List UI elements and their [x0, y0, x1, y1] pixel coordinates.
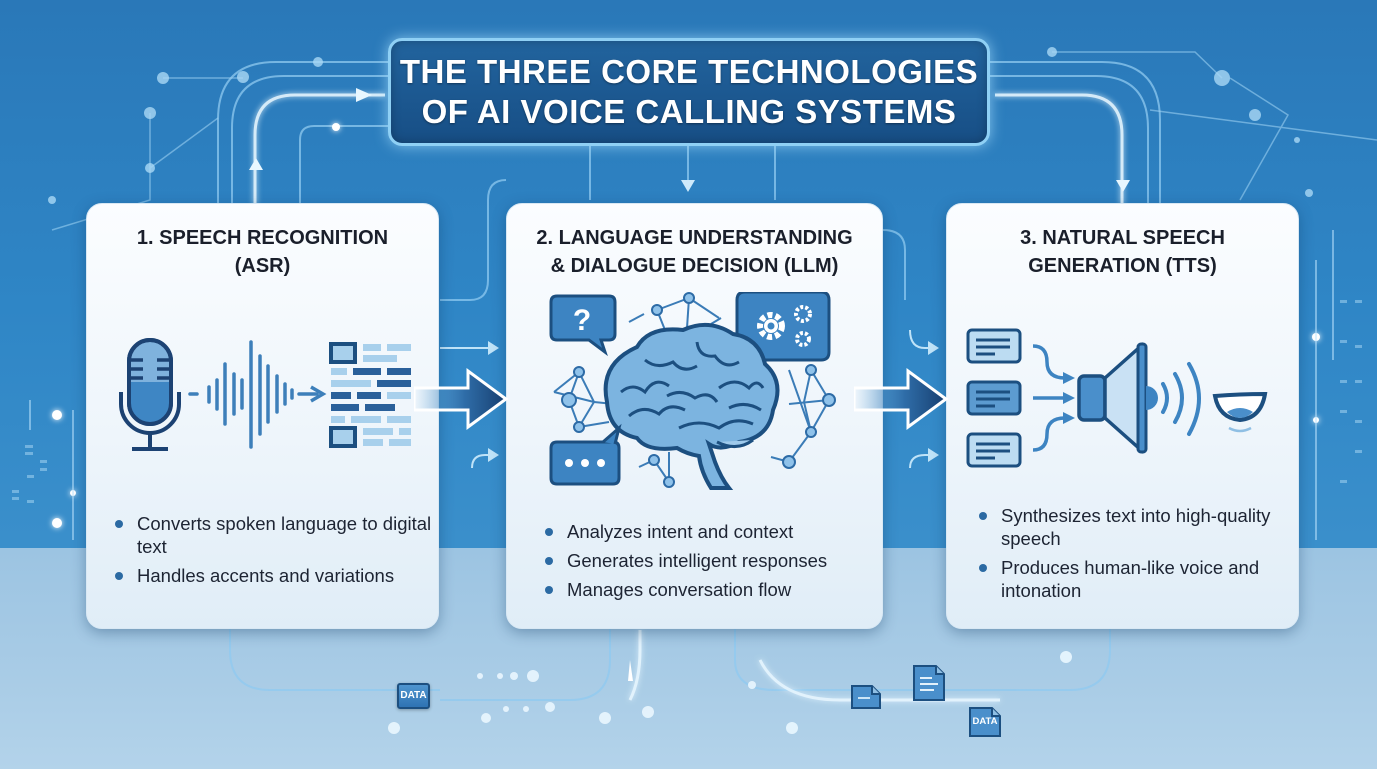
- flow-arrow-2-to-3: [854, 368, 949, 430]
- card-title: 2. LANGUAGE UNDERSTANDING & DIALOGUE DEC…: [536, 227, 853, 277]
- sound-wave-icon: [188, 340, 319, 449]
- card-speech-generation: 3. NATURAL SPEECH GENERATION (TTS): [946, 203, 1299, 629]
- flow-arrow-1-to-2: [414, 368, 509, 430]
- smiling-mouth-icon: [1212, 391, 1268, 433]
- title-line-2: OF AI VOICE CALLING SYSTEMS: [421, 93, 957, 130]
- microphone-icon: [119, 338, 181, 451]
- digital-text-icon: [329, 342, 411, 448]
- data-file-label: DATA: [972, 716, 998, 727]
- question-bubble-icon: ?: [549, 294, 617, 357]
- bullet-list: Synthesizes text into high-quality speec…: [977, 504, 1287, 608]
- data-chip: DATA: [397, 683, 430, 709]
- bullet-item: Manages conversation flow: [543, 578, 883, 601]
- text-to-speaker-icon: [966, 328, 1268, 468]
- flow-arrows-icon: [1032, 344, 1066, 452]
- title-banner: THE THREE CORE TECHNOLOGIES OF AI VOICE …: [388, 38, 990, 146]
- card-title: 3. NATURAL SPEECH GENERATION (TTS): [1020, 227, 1225, 277]
- speaker-icon: [1077, 342, 1158, 454]
- card-speech-recognition: 1. SPEECH RECOGNITION (ASR): [86, 203, 439, 629]
- bullet-list: Converts spoken language to digital text…: [113, 512, 433, 593]
- document-icon: [851, 685, 881, 709]
- bullet-item: Converts spoken language to digital text: [113, 512, 433, 558]
- text-documents-icon: [966, 328, 1022, 468]
- card-title: 1. SPEECH RECOGNITION (ASR): [136, 227, 389, 277]
- svg-text:?: ?: [573, 304, 591, 337]
- bullet-item: Generates intelligent responses: [543, 549, 883, 572]
- data-file-icon: [969, 707, 1001, 737]
- card-language-understanding: 2. LANGUAGE UNDERSTANDING & DIALOGUE DEC…: [506, 203, 883, 629]
- bullet-item: Produces human-like voice and intonation: [977, 556, 1287, 602]
- bullet-item: Synthesizes text into high-quality speec…: [977, 504, 1287, 550]
- bullet-list: Analyzes intent and context Generates in…: [543, 520, 883, 607]
- document-icon: [913, 665, 945, 701]
- bullet-item: Handles accents and variations: [113, 564, 433, 587]
- title-line-1: THE THREE CORE TECHNOLOGIES: [399, 53, 979, 90]
- arrow-right-icon: [310, 385, 327, 403]
- sound-waves-icon: [1161, 362, 1201, 436]
- chat-bubble-icon: [549, 423, 622, 486]
- microphone-to-text-icon: [119, 338, 411, 451]
- bullet-item: Analyzes intent and context: [543, 520, 883, 543]
- brain-network-icon: ?: [549, 292, 836, 490]
- brain-icon: [603, 322, 780, 490]
